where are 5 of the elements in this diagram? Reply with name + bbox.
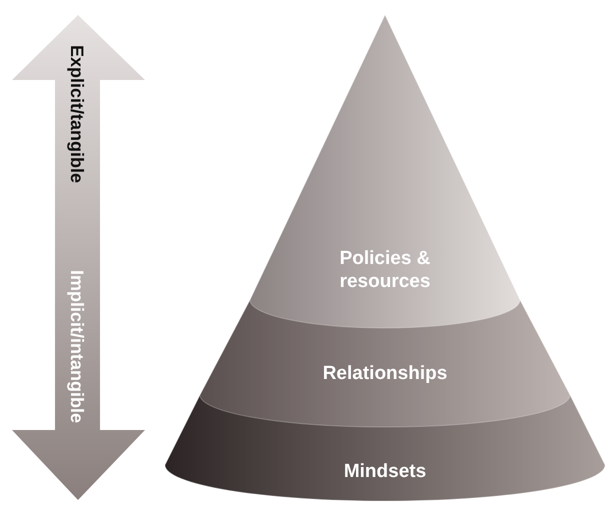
layer-label: Relationships xyxy=(322,362,448,385)
layer-label: Policies & resources xyxy=(338,247,432,293)
layer-label: Mindsets xyxy=(344,460,426,483)
axis-label: Explicit/tangible xyxy=(66,45,87,184)
axis-label: Implicit/intangible xyxy=(66,270,87,424)
